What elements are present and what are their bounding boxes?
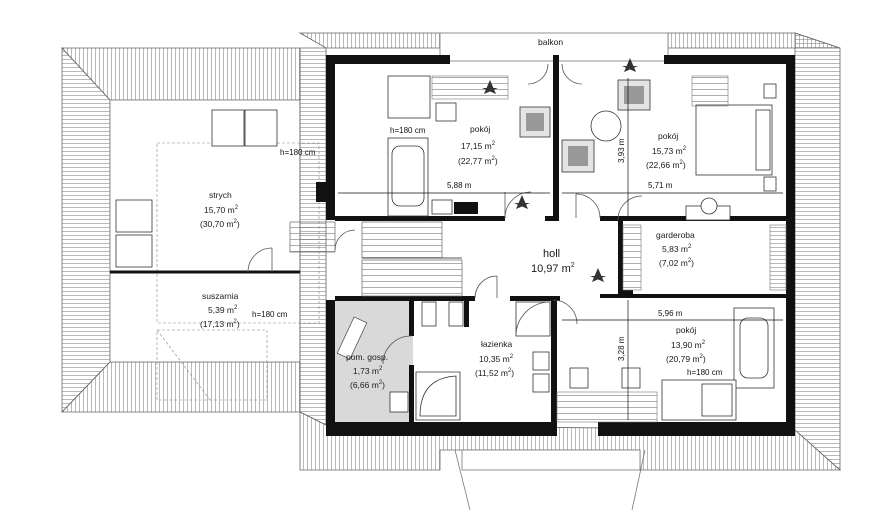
svg-text:(11,52 m2): (11,52 m2) — [475, 368, 514, 378]
svg-text:10,97 m2: 10,97 m2 — [531, 262, 575, 275]
svg-text:pokój: pokój — [470, 124, 490, 134]
furniture-pokoj-1 — [387, 75, 551, 217]
furniture-pokoj-2 — [561, 58, 777, 221]
dimension-width-pokoj-2: 5,71 m — [648, 181, 673, 190]
svg-text:pokój: pokój — [676, 325, 696, 335]
svg-text:13,90 m2: 13,90 m2 — [671, 340, 706, 350]
ceiling-height-label: h=180 cm — [252, 310, 288, 319]
furniture-pokoj-3 — [556, 307, 775, 423]
dimension-width-pokoj-3: 5,96 m — [658, 309, 683, 318]
svg-text:(30,70 m2): (30,70 m2) — [200, 219, 240, 229]
svg-text:17,15 m2: 17,15 m2 — [461, 141, 496, 151]
walls — [316, 55, 795, 436]
svg-text:pokój: pokój — [658, 131, 678, 141]
svg-text:suszarnia: suszarnia — [202, 291, 239, 301]
dimension-depth-pokoj-3: 3,28 m — [617, 336, 626, 361]
staircase — [289, 221, 463, 297]
svg-text:strych: strych — [209, 190, 232, 200]
svg-text:pom. gosp.: pom. gosp. — [346, 352, 388, 362]
room-pokoj-2: pokój 15,73 m2 (22,66 m2) — [646, 131, 687, 170]
attic-outline — [110, 109, 320, 401]
svg-text:15,73 m2: 15,73 m2 — [652, 146, 687, 156]
ceiling-height-label: h=180 cm — [390, 126, 426, 135]
room-pokoj-3: pokój 13,90 m2 (20,79 m2) — [666, 325, 706, 364]
furniture-lazienka — [336, 301, 551, 421]
room-suszarnia: suszarnia 5,39 m2 (17,13 m2) — [200, 291, 240, 329]
room-lazienka: łazienka 10,35 m2 (11,52 m2) — [475, 339, 514, 378]
svg-text:(17,13 m2): (17,13 m2) — [200, 319, 240, 329]
svg-text:15,70 m2: 15,70 m2 — [204, 205, 239, 215]
svg-text:(22,77 m2): (22,77 m2) — [458, 156, 498, 166]
room-holl: holl 10,97 m2 — [531, 248, 575, 275]
dimension-depth-pokoj-2: 3,93 m — [617, 138, 626, 163]
balkon-label: balkon — [538, 37, 563, 47]
furniture-garderoba — [590, 224, 787, 291]
svg-text:łazienka: łazienka — [481, 339, 512, 349]
svg-text:(20,79 m2): (20,79 m2) — [666, 354, 706, 364]
room-pom-gosp: pom. gosp. 1,73 m2 (6,66 m2) — [346, 352, 388, 390]
svg-text:(7,02 m2): (7,02 m2) — [659, 258, 694, 268]
room-garderoba: garderoba 5,83 m2 (7,02 m2) — [656, 230, 695, 268]
doors — [334, 63, 643, 365]
svg-text:5,39 m2: 5,39 m2 — [208, 305, 238, 315]
svg-text:5,83 m2: 5,83 m2 — [662, 244, 692, 254]
svg-text:10,35 m2: 10,35 m2 — [479, 354, 514, 364]
room-pokoj-1: pokój 17,15 m2 (22,77 m2) — [458, 124, 498, 166]
dimension-width-pokoj-1: 5,88 m — [447, 181, 472, 190]
svg-text:1,73 m2: 1,73 m2 — [353, 366, 383, 376]
svg-text:garderoba: garderoba — [656, 230, 695, 240]
ceiling-height-label: h=180 cm — [687, 368, 723, 377]
dimension-lines — [338, 78, 783, 420]
svg-text:holl: holl — [543, 248, 560, 260]
svg-text:(6,66 m2): (6,66 m2) — [350, 380, 385, 390]
svg-text:(22,66 m2): (22,66 m2) — [646, 160, 686, 170]
ceiling-height-label: h=180 cm — [280, 148, 316, 157]
room-strych: strych 15,70 m2 (30,70 m2) — [200, 190, 240, 229]
